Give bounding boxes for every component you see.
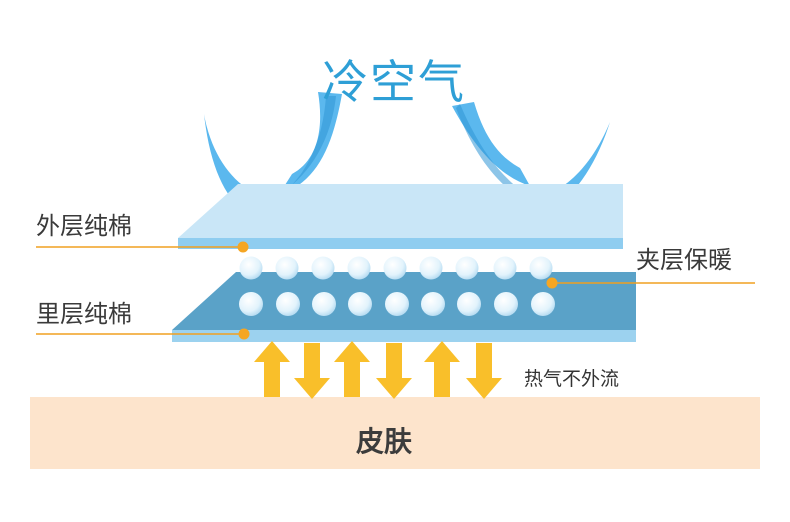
middle-layer-label: 夹层保暖 <box>636 246 732 274</box>
air-bubble-icon <box>421 292 445 316</box>
air-bubble-icon <box>493 256 517 280</box>
cold-air-title: 冷空气 <box>322 55 466 109</box>
air-bubble-icon <box>457 292 481 316</box>
outer-cotton-layer <box>178 184 623 249</box>
heat-arrow-up-icon <box>254 341 290 397</box>
outer-layer-leader <box>36 241 249 253</box>
inner-layer-leader <box>36 328 250 340</box>
air-bubble-icon <box>455 256 479 280</box>
air-bubble-icon <box>385 292 409 316</box>
heat-arrow-up-icon <box>424 341 460 397</box>
heat-arrow-up-icon <box>334 341 370 397</box>
air-bubble-icon <box>531 292 555 316</box>
air-bubble-icon <box>311 256 335 280</box>
air-bubble-icon <box>312 292 336 316</box>
air-bubble-icon <box>383 256 407 280</box>
heat-arrow-down-icon <box>294 343 330 399</box>
air-bubble-icon <box>275 256 299 280</box>
air-bubble-icon <box>239 292 263 316</box>
inner-layer-label: 里层纯棉 <box>36 300 132 328</box>
skin-band <box>30 397 760 469</box>
outer-layer-label: 外层纯棉 <box>36 212 132 240</box>
heat-arrows <box>254 341 502 399</box>
skin-label: 皮肤 <box>356 425 413 458</box>
air-bubble-icon <box>529 256 553 280</box>
heat-arrow-down-icon <box>376 343 412 399</box>
heat-retention-label: 热气不外流 <box>524 368 620 390</box>
air-bubble-icon <box>347 256 371 280</box>
air-bubble-icon <box>239 256 263 280</box>
air-bubble-icon <box>348 292 372 316</box>
air-bubble-icon <box>276 292 300 316</box>
air-bubble-icon <box>494 292 518 316</box>
heat-arrow-down-icon <box>466 343 502 399</box>
middle-layer-leader <box>546 277 755 289</box>
middle-warm-bubbles <box>239 256 555 316</box>
air-bubble-icon <box>419 256 443 280</box>
